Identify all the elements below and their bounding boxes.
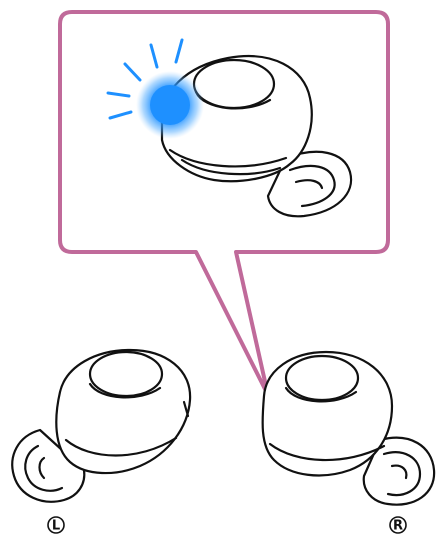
- right-side-label: R: [393, 519, 403, 534]
- left-side-marker: L: [48, 517, 64, 534]
- right-earbud-icon: [263, 352, 435, 505]
- left-side-label: L: [52, 519, 60, 534]
- right-side-marker: R: [390, 517, 406, 534]
- left-earbud-icon: [12, 350, 190, 502]
- indicator-light-icon: [136, 71, 204, 139]
